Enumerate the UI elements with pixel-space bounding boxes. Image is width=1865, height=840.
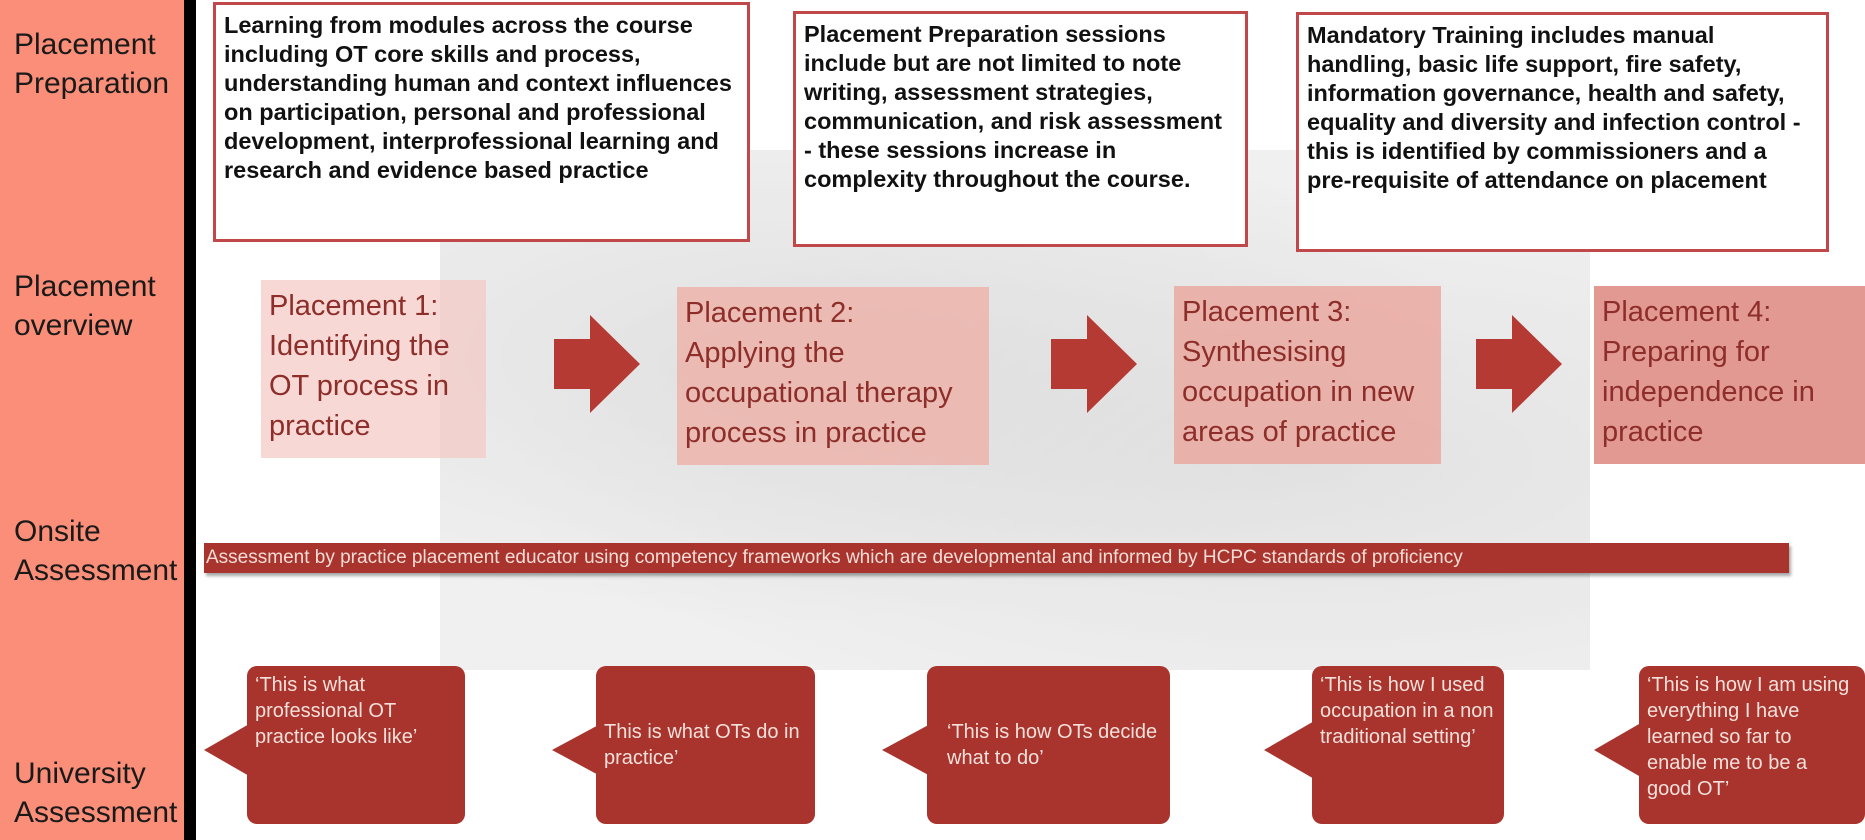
row-label-line: Placement [14, 28, 156, 61]
bubble-tail-icon [882, 722, 934, 778]
prep-box-text: Placement Preparation sessions include b… [804, 21, 1222, 192]
bubble-tail-icon [552, 722, 604, 778]
placement-text: Identifying the OT process in practice [269, 330, 450, 442]
row-label-line: Assessment [14, 554, 178, 587]
sidebar-panel: Placement Preparation Placement overview… [0, 0, 184, 840]
row-label-onsite: Onsite Assessment [14, 512, 177, 590]
quote-bubble-2: This is what OTs do in practice’ [596, 666, 815, 824]
placement-title: Placement 2: [685, 297, 855, 329]
quote-bubble-3: ‘This is how OTs decide what to do’ [927, 666, 1170, 824]
bubble-tail-icon [1594, 720, 1646, 780]
placement-title: Placement 1: [269, 290, 439, 322]
quote-text: ‘This is how I am using everything I hav… [1647, 674, 1850, 800]
bubble-tail-icon [1264, 720, 1316, 780]
placement-text: Synthesising occupation in new areas of … [1182, 336, 1415, 448]
quote-text: ‘This is what professional OT practice l… [255, 674, 418, 748]
sidebar-frame: Placement Preparation Placement overview… [0, 0, 196, 840]
quote-text: ‘This is how OTs decide what to do’ [947, 721, 1158, 769]
placement-text: Applying the occupational therapy proces… [685, 337, 953, 449]
placement-4: Placement 4: Preparing for independence … [1594, 286, 1865, 464]
row-label-university: University Assessment [14, 754, 177, 832]
placement-2: Placement 2: Applying the occupational t… [677, 287, 989, 465]
prep-box-text: Learning from modules across the course … [224, 12, 732, 183]
placement-title: Placement 4: [1602, 296, 1772, 328]
prep-box-mandatory-training: Mandatory Training includes manual handl… [1296, 12, 1829, 252]
row-label-line: Preparation [14, 67, 170, 100]
prep-box-text: Mandatory Training includes manual handl… [1307, 22, 1801, 193]
placement-title: Placement 3: [1182, 296, 1352, 328]
quote-text: This is what OTs do in practice’ [604, 721, 800, 769]
quote-bubble-4: ‘This is how I used occupation in a non … [1312, 666, 1504, 824]
quote-bubble-1: ‘This is what professional OT practice l… [247, 666, 465, 824]
arrow-right-icon [1051, 315, 1137, 413]
prep-box-sessions: Placement Preparation sessions include b… [793, 11, 1248, 247]
row-label-line: overview [14, 309, 133, 342]
placement-1: Placement 1: Identifying the OT process … [261, 280, 486, 458]
placement-text: Preparing for independence in practice [1602, 336, 1815, 448]
row-label-line: Placement [14, 270, 156, 303]
onsite-assessment-bar: Assessment by practice placement educato… [204, 543, 1789, 573]
quote-text: ‘This is how I used occupation in a non … [1320, 674, 1494, 748]
prep-box-modules: Learning from modules across the course … [213, 2, 750, 242]
onsite-assessment-text: Assessment by practice placement educato… [206, 547, 1463, 568]
bubble-tail-icon [204, 720, 256, 780]
arrow-right-icon [554, 315, 640, 413]
placement-3: Placement 3: Synthesising occupation in … [1174, 286, 1441, 464]
row-label-preparation: Placement Preparation [14, 25, 169, 103]
row-label-overview: Placement overview [14, 267, 156, 345]
row-label-line: University [14, 757, 146, 790]
row-label-line: Onsite [14, 515, 101, 548]
row-label-line: Assessment [14, 796, 178, 829]
arrow-right-icon [1476, 315, 1562, 413]
quote-bubble-5: ‘This is how I am using everything I hav… [1639, 666, 1865, 824]
